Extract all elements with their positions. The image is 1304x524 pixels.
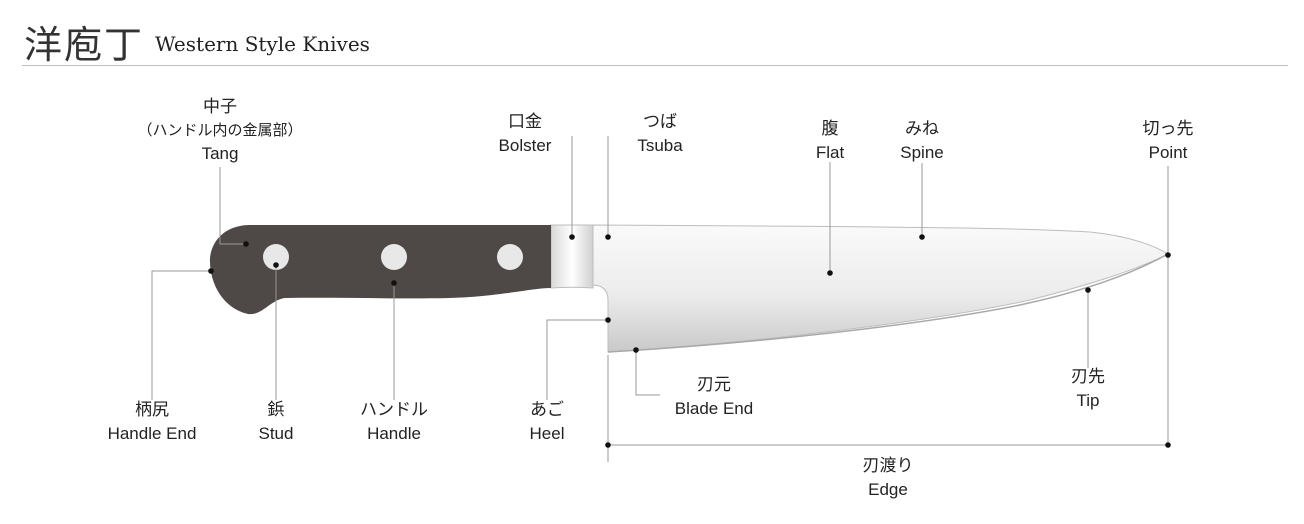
label-blade-end: 刃元 Blade End — [654, 374, 774, 420]
dot-edge-right — [1165, 442, 1171, 448]
label-flat-en: Flat — [815, 143, 845, 162]
label-blade-end-en: Blade End — [674, 399, 754, 418]
leader-tang — [219, 167, 246, 245]
label-handle-end-jp: 柄尻 — [135, 400, 169, 420]
label-tang-en: Tang — [201, 144, 239, 163]
label-handle-en: Handle — [367, 424, 421, 443]
label-spine-jp: みね — [905, 119, 939, 139]
label-tang: 中子 （ハンドル内の金属部） Tang — [120, 96, 320, 165]
dot-tip — [1085, 287, 1091, 293]
handle — [209, 225, 551, 315]
label-point-jp: 切っ先 — [1142, 119, 1194, 139]
dot-heel — [605, 317, 611, 323]
label-handle-jp: ハンドル — [360, 400, 428, 420]
dot-tsuba — [605, 234, 611, 240]
label-tang-jp: 中子 — [203, 97, 237, 117]
label-tip-en: Tip — [1076, 391, 1100, 410]
label-tip-jp: 刃先 — [1071, 367, 1105, 387]
leader-blade-end — [635, 350, 660, 396]
edge-bevel — [607, 253, 1169, 353]
dot-spine — [919, 234, 925, 240]
page-title-english: Western Style Knives — [155, 32, 370, 56]
label-flat: 腹 Flat — [790, 118, 870, 164]
label-flat-jp: 腹 — [821, 119, 839, 139]
header: 洋庖丁 Western Style Knives — [20, 10, 1290, 67]
page-title-japanese: 洋庖丁 — [24, 23, 145, 67]
label-handle-end-en: Handle End — [107, 424, 197, 443]
label-tsuba-en: Tsuba — [637, 136, 683, 155]
label-stud: 鋲 Stud — [236, 399, 316, 445]
stud-3 — [497, 244, 523, 270]
label-edge: 刃渡り Edge — [838, 455, 938, 501]
header-divider — [22, 65, 1288, 66]
dot-point — [1165, 252, 1171, 258]
label-handle: ハンドル Handle — [339, 399, 449, 445]
label-spine: みね Spine — [882, 118, 962, 164]
label-tip: 刃先 Tip — [1048, 366, 1128, 412]
label-edge-en: Edge — [868, 480, 908, 499]
dot-tang — [243, 241, 249, 247]
label-stud-en: Stud — [258, 424, 294, 443]
dot-handle-end — [208, 268, 214, 274]
label-tsuba-jp: つば — [643, 112, 677, 132]
label-bolster-en: Bolster — [498, 136, 552, 155]
label-bolster-jp: 口金 — [508, 112, 542, 132]
label-heel-jp: あご — [530, 400, 564, 420]
dot-bolster — [569, 234, 575, 240]
dot-blade-end — [633, 347, 639, 353]
dot-handle — [391, 280, 397, 286]
dot-stud — [273, 262, 279, 268]
label-tsuba: つば Tsuba — [610, 111, 710, 157]
label-point: 切っ先 Point — [1118, 118, 1218, 164]
dot-edge-left — [605, 442, 611, 448]
leader-handle-end — [151, 270, 211, 400]
leader-heel — [546, 319, 608, 400]
label-edge-jp: 刃渡り — [862, 456, 914, 476]
dot-flat — [827, 270, 833, 276]
label-handle-end: 柄尻 Handle End — [82, 399, 222, 445]
leader-lines — [151, 136, 1169, 462]
label-point-en: Point — [1148, 143, 1188, 162]
marker-dots — [208, 234, 1171, 448]
label-spine-en: Spine — [900, 143, 944, 162]
stud-2 — [381, 244, 407, 270]
label-stud-jp: 鋲 — [267, 400, 285, 420]
label-heel: あご Heel — [507, 399, 587, 445]
label-heel-en: Heel — [529, 424, 565, 443]
label-bolster: 口金 Bolster — [475, 111, 575, 157]
label-tang-sub: （ハンドル内の金属部） — [137, 121, 303, 139]
label-blade-end-jp: 刃元 — [697, 375, 731, 395]
stud-1 — [263, 244, 289, 270]
bolster — [550, 224, 594, 289]
